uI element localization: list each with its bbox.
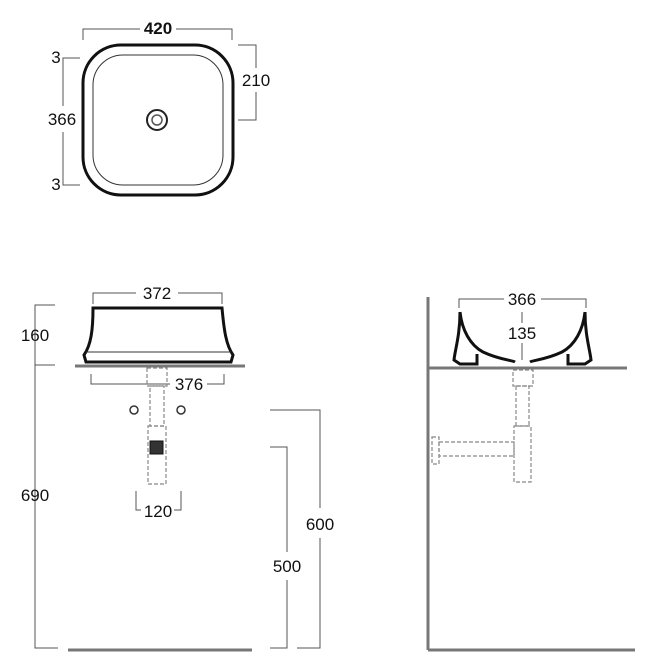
dim-690: 690 xyxy=(21,486,49,505)
dim-line-366-side xyxy=(458,298,587,308)
dim-line-366 xyxy=(62,57,80,186)
dim-366-side: 366 xyxy=(508,290,536,309)
front-view: 372 376 160 690 120 600 500 xyxy=(21,284,334,652)
trap-front xyxy=(147,425,167,485)
dim-366: 366 xyxy=(48,110,76,129)
basin-inner-top xyxy=(92,54,224,186)
dim-line-376 xyxy=(90,374,225,385)
dim-135: 135 xyxy=(508,324,536,343)
dim-line-690 xyxy=(34,304,58,649)
valve-left-icon xyxy=(129,405,139,415)
dim-line-420 xyxy=(82,28,233,40)
dim-120: 120 xyxy=(144,502,172,521)
dim-372: 372 xyxy=(143,284,171,303)
waste-outlet-icon xyxy=(149,440,164,455)
drain-inner xyxy=(151,114,163,126)
dim-line-210 xyxy=(238,44,257,121)
trap-side xyxy=(513,425,532,483)
side-view: 366 135 xyxy=(426,290,635,652)
dim-line-120 xyxy=(135,491,182,511)
dim-420: 420 xyxy=(144,19,172,38)
drain-icon xyxy=(146,109,168,131)
dim-line-372 xyxy=(92,292,223,304)
dim-line-500 xyxy=(270,446,288,649)
dim-376: 376 xyxy=(175,375,203,394)
basin-outline-top xyxy=(81,43,235,197)
dim-3-bottom: 3 xyxy=(51,175,60,194)
dim-210: 210 xyxy=(242,71,270,90)
valve-right-icon xyxy=(176,405,186,415)
dim-600: 600 xyxy=(306,515,334,534)
basin-side xyxy=(458,311,587,364)
dim-line-600 xyxy=(270,409,321,649)
top-view: 420 210 3 366 3 xyxy=(48,19,270,197)
basin-feet xyxy=(452,311,593,366)
basin-front xyxy=(82,306,235,364)
dim-500: 500 xyxy=(273,557,301,576)
dim-3-top: 3 xyxy=(51,48,60,67)
waste-pipe-side xyxy=(438,441,515,457)
dim-160: 160 xyxy=(21,326,49,345)
